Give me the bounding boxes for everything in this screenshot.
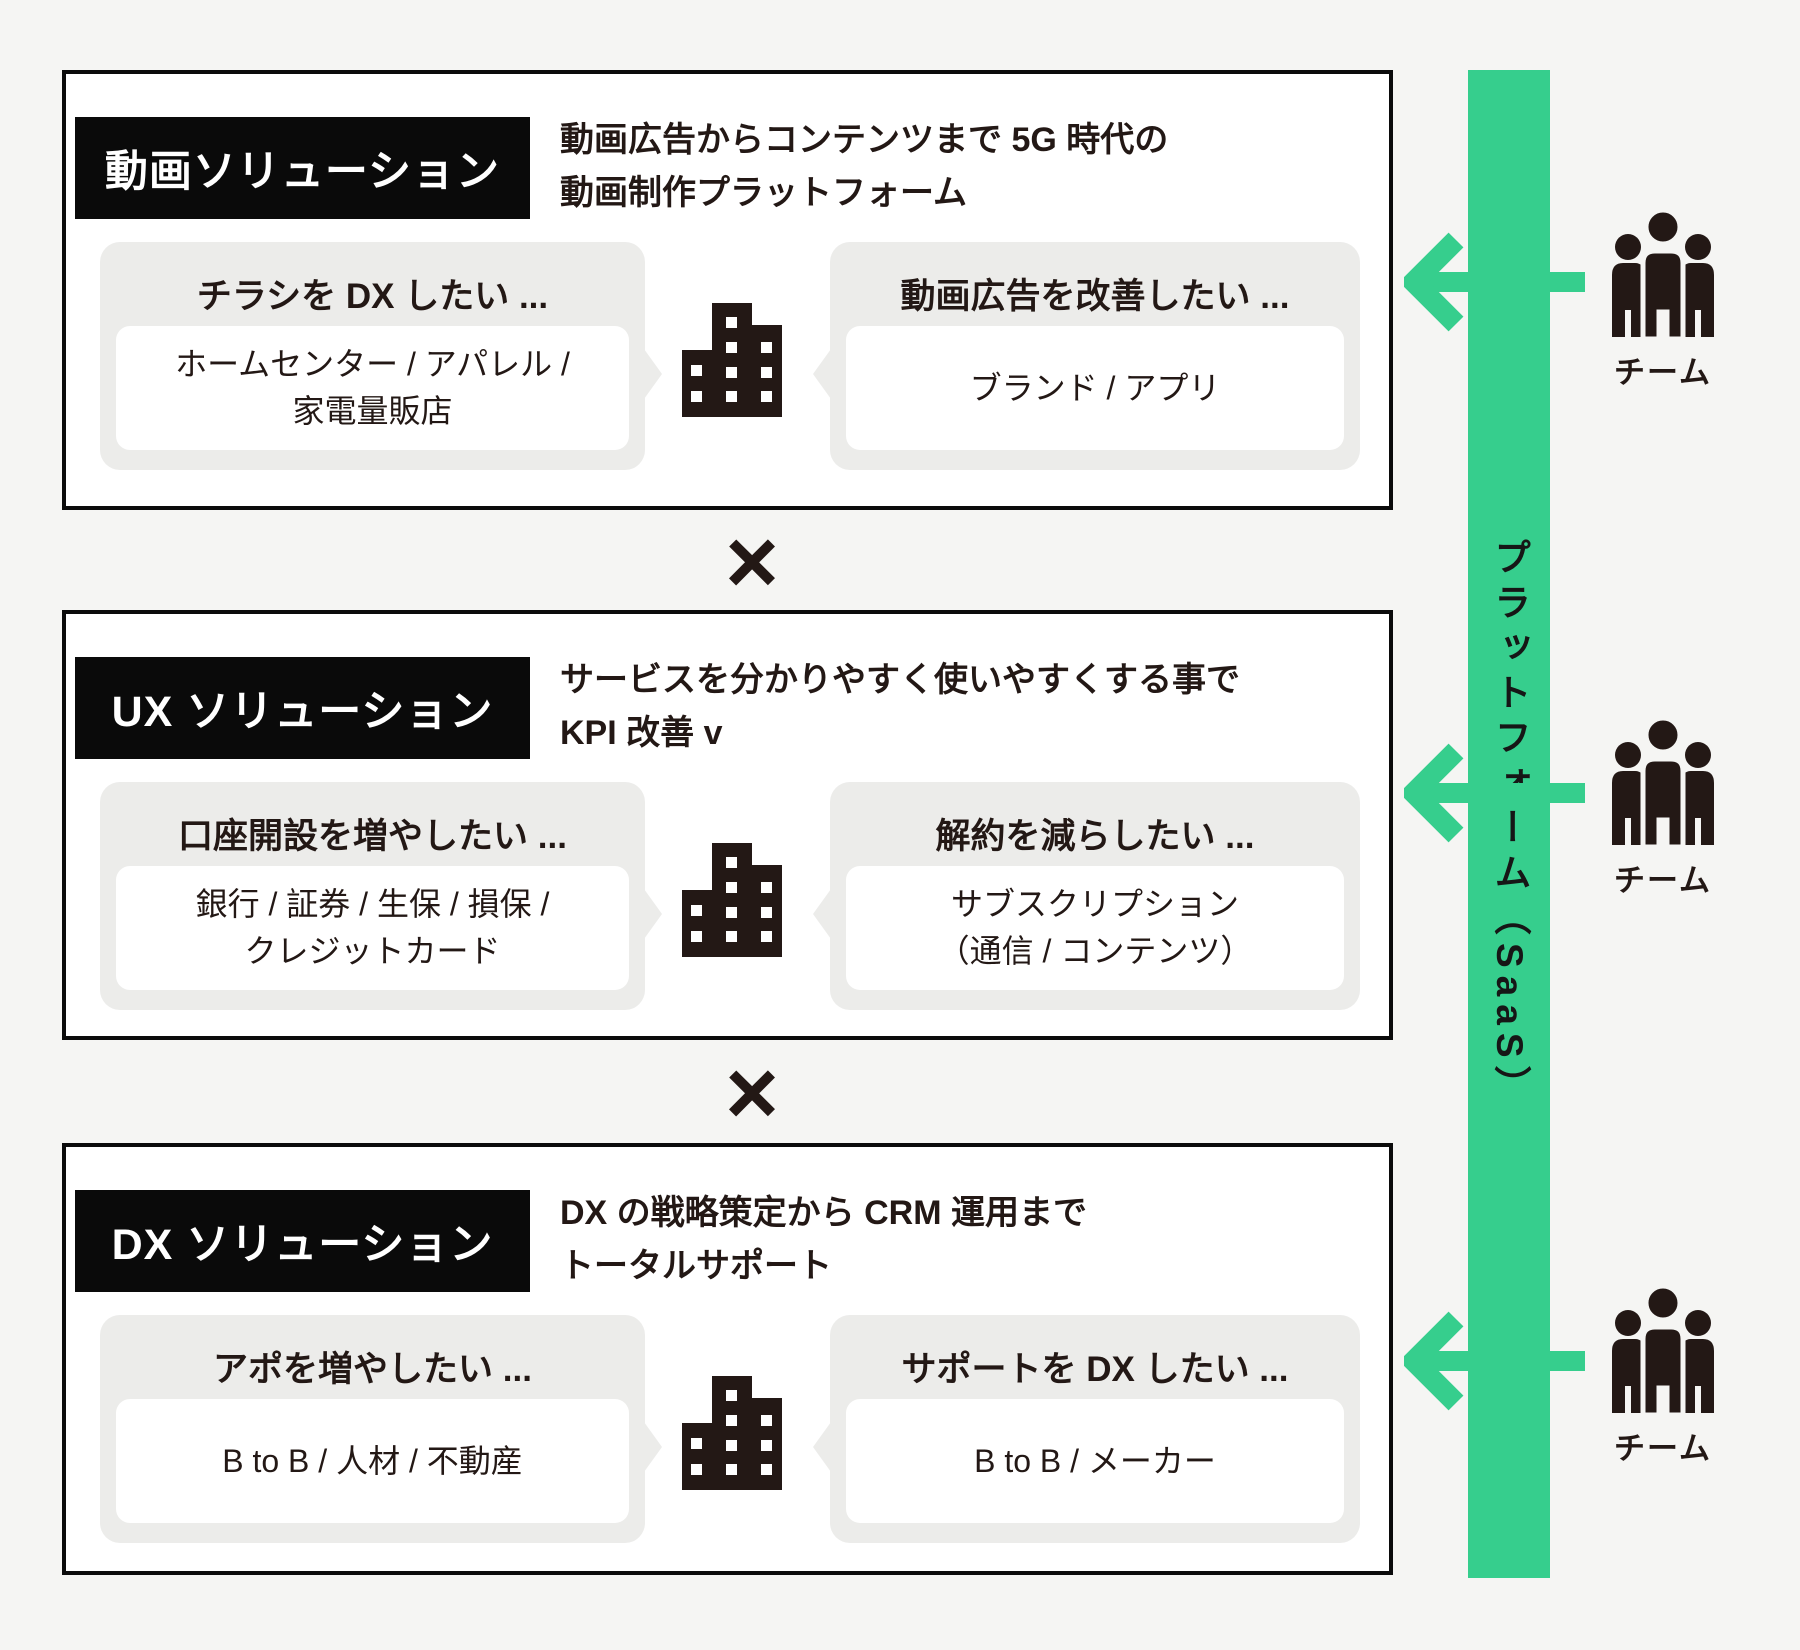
platform-bar: プラットフォーム（SaaS） — [1468, 70, 1550, 1578]
description-line: 動画広告からコンテンツまで 5G 時代の — [560, 121, 1169, 159]
industry-box: ホームセンター / アパレル / 家電量販店 — [116, 326, 629, 450]
industry-line: クレジットカード — [244, 933, 501, 969]
left-speech-bubble: アポを増やしたい ... B to B / 人材 / 不動産 — [100, 1315, 662, 1543]
description-line: サービスを分かりやすく使いやすくする事で — [560, 661, 1240, 699]
bubble-pointer — [644, 349, 662, 399]
description-line: KPI 改善 v — [560, 714, 723, 752]
platform-bar-label: プラットフォーム（SaaS） — [1489, 537, 1530, 1111]
section-video-solution: 動画ソリューション 動画広告からコンテンツまで 5G 時代の 動画制作プラットフ… — [0, 70, 1800, 510]
industry-box: 銀行 / 証券 / 生保 / 損保 / クレジットカード — [116, 866, 629, 990]
team-label: チーム — [1613, 1431, 1713, 1466]
industry-line: サブスクリプション — [950, 886, 1239, 922]
industry-line: ブランド / アプリ — [969, 369, 1221, 406]
industry-box: ブランド / アプリ — [846, 326, 1344, 450]
right-speech-bubble: 動画広告を改善したい ... ブランド / アプリ — [813, 242, 1360, 470]
industry-line: B to B / メーカー — [974, 1442, 1216, 1479]
left-speech-bubble: チラシを DX したい ... ホームセンター / アパレル / 家電量販店 — [100, 242, 662, 470]
industry-line: （通信 / コンテンツ） — [937, 933, 1253, 969]
building-icon — [682, 843, 782, 957]
industry-line: 家電量販店 — [292, 393, 453, 429]
team-label: チーム — [1613, 863, 1713, 898]
building-icon — [682, 303, 782, 417]
bubble-title: 口座開設を増やしたい ... — [178, 817, 567, 856]
bubble-title: アポを増やしたい ... — [213, 1350, 532, 1389]
team-group: チーム — [1595, 206, 1731, 392]
bubble-pointer — [813, 889, 831, 939]
bubble-pointer — [813, 349, 831, 399]
section-label: 動画ソリューション — [75, 117, 530, 219]
left-arrow-icon — [1404, 1311, 1585, 1411]
section-label: UX ソリューション — [75, 657, 530, 759]
section-description: 動画広告からコンテンツまで 5G 時代の 動画制作プラットフォーム — [560, 114, 1360, 220]
left-speech-bubble: 口座開設を増やしたい ... 銀行 / 証券 / 生保 / 損保 / クレジット… — [100, 782, 662, 1010]
team-icon — [1612, 207, 1714, 341]
industry-line: 銀行 / 証券 / 生保 / 損保 / — [195, 886, 550, 922]
right-speech-bubble: サポートを DX したい ... B to B / メーカー — [813, 1315, 1360, 1543]
industry-box: B to B / 人材 / 不動産 — [116, 1399, 629, 1523]
multiply-symbol: × — [725, 1042, 779, 1144]
team-group: チーム — [1595, 1282, 1731, 1468]
description-line: DX の戦略策定から CRM 運用まで — [560, 1194, 1087, 1232]
bubble-pointer — [644, 889, 662, 939]
description-line: 動画制作プラットフォーム — [560, 174, 967, 212]
section-dx-solution: DX ソリューション DX の戦略策定から CRM 運用まで トータルサポート … — [0, 1143, 1800, 1575]
right-speech-bubble: 解約を減らしたい ... サブスクリプション （通信 / コンテンツ） — [813, 782, 1360, 1010]
team-icon — [1612, 715, 1714, 849]
section-description: DX の戦略策定から CRM 運用まで トータルサポート — [560, 1187, 1360, 1293]
bubble-title: チラシを DX したい ... — [196, 277, 549, 316]
industry-box: サブスクリプション （通信 / コンテンツ） — [846, 866, 1344, 990]
bubble-title: 解約を減らしたい ... — [935, 817, 1255, 856]
industry-line: ホームセンター / アパレル / — [175, 346, 570, 382]
bubble-pointer — [813, 1422, 831, 1472]
section-ux-solution: UX ソリューション サービスを分かりやすく使いやすくする事で KPI 改善 v… — [0, 610, 1800, 1040]
team-icon — [1612, 1283, 1714, 1417]
industry-box: B to B / メーカー — [846, 1399, 1344, 1523]
team-group: チーム — [1595, 714, 1731, 900]
description-line: トータルサポート — [560, 1247, 832, 1285]
building-icon — [682, 1376, 782, 1490]
section-description: サービスを分かりやすく使いやすくする事で KPI 改善 v — [560, 654, 1360, 760]
bubble-title: サポートを DX したい ... — [901, 1350, 1289, 1389]
bubble-pointer — [644, 1422, 662, 1472]
section-label: DX ソリューション — [75, 1190, 530, 1292]
left-arrow-icon — [1404, 743, 1585, 843]
multiply-symbol: × — [725, 511, 779, 613]
bubble-title: 動画広告を改善したい ... — [900, 277, 1290, 316]
industry-line: B to B / 人材 / 不動産 — [222, 1442, 523, 1479]
team-label: チーム — [1613, 355, 1713, 390]
left-arrow-icon — [1404, 232, 1585, 332]
